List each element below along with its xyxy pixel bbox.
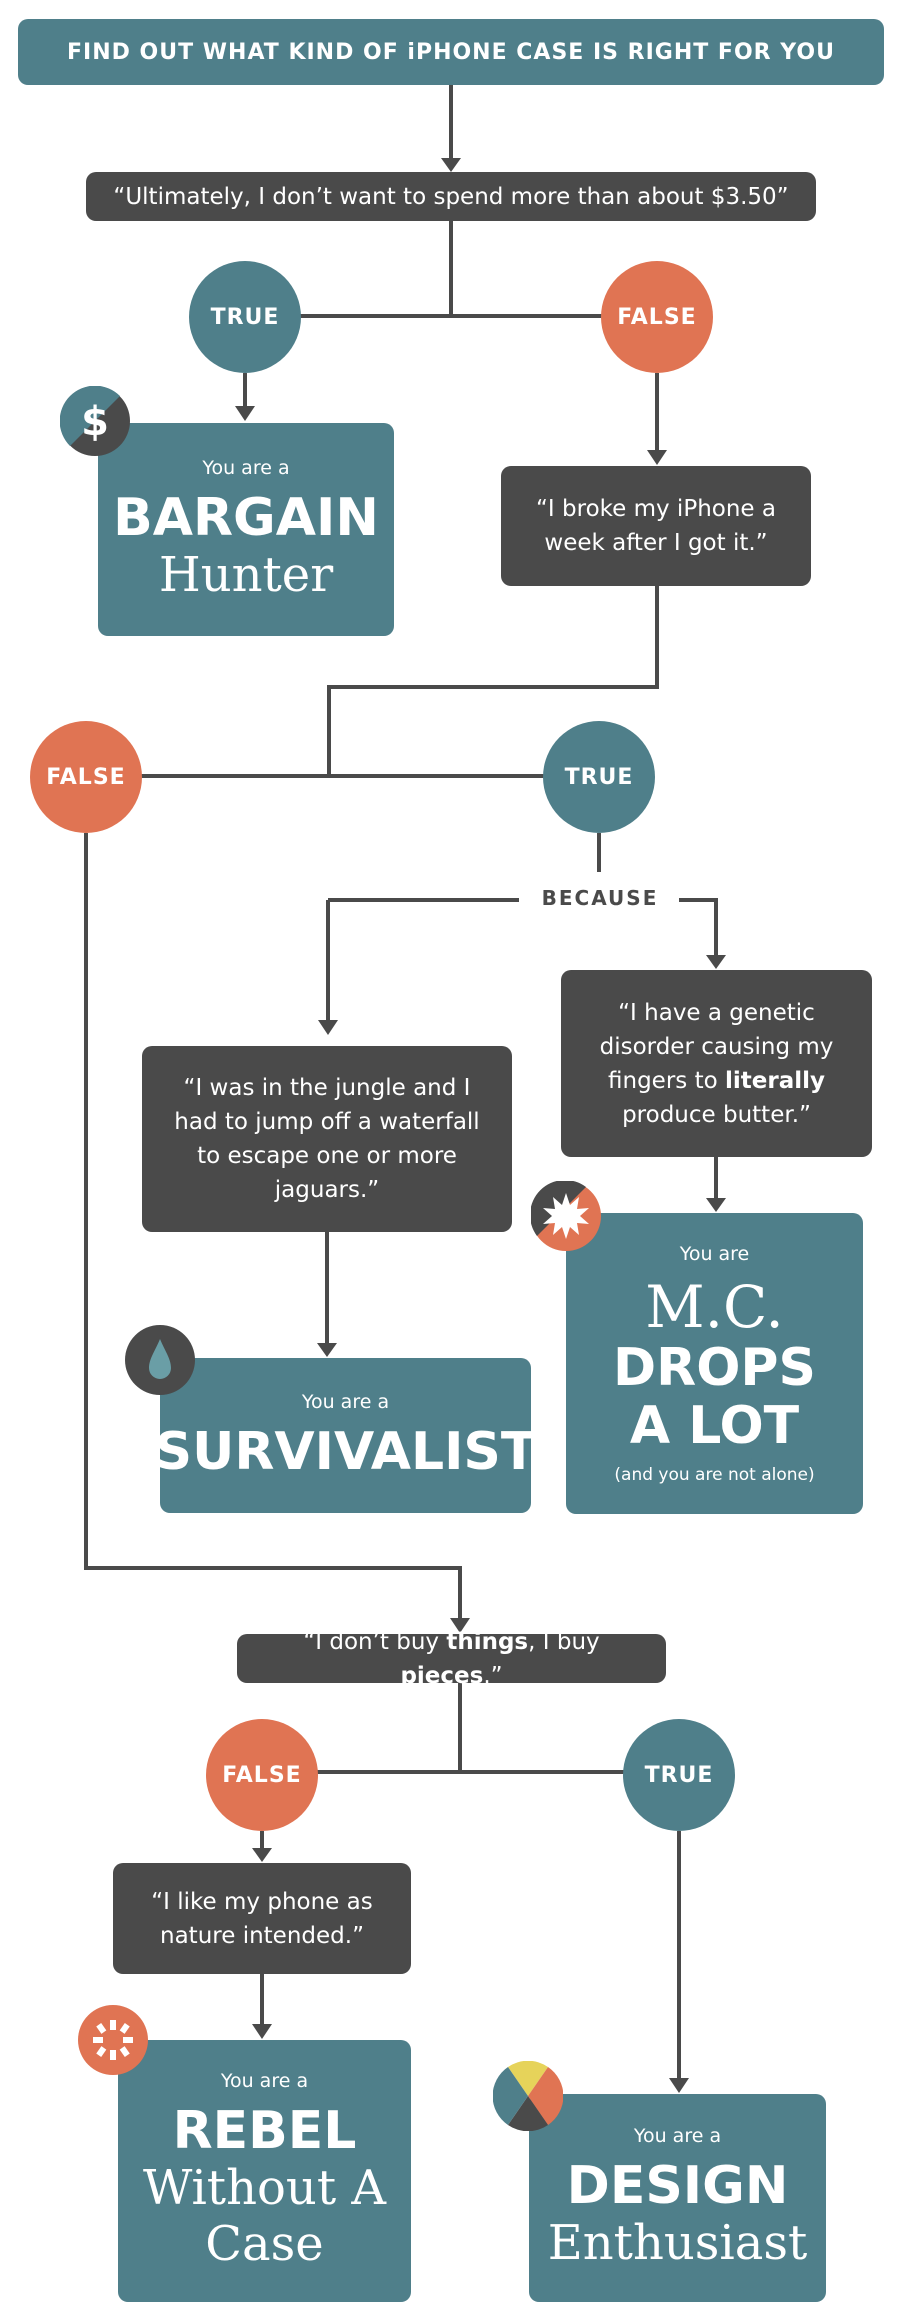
sun-icon — [78, 2005, 148, 2075]
question-emphasis: literally — [724, 1067, 825, 1094]
question-emphasis: pieces — [400, 1662, 484, 1689]
result-title: DESIGN — [566, 2156, 789, 2216]
question-text: , I buy — [528, 1628, 600, 1655]
result-title: A LOT — [629, 1395, 800, 1456]
result-rebel: You are a REBEL Without A Case — [118, 2040, 411, 2302]
result-bargain-hunter: You are a BARGAIN Hunter — [98, 423, 394, 636]
result-title: SURVIVALIST — [154, 1421, 537, 1482]
result-note: (and you are not alone) — [614, 1464, 815, 1485]
color-wheel-icon — [493, 2061, 563, 2131]
result-intro: You are a — [633, 2125, 722, 2147]
false-node: FALSE — [601, 261, 713, 373]
page-title: FIND OUT WHAT KIND OF iPHONE CASE IS RIG… — [18, 19, 884, 85]
result-subtitle: Hunter — [158, 546, 334, 603]
svg-text:$: $ — [81, 399, 109, 445]
question-nature-intended: “I like my phone as nature intended.” — [113, 1863, 411, 1974]
water-drop-icon — [125, 1325, 195, 1395]
true-node: TRUE — [623, 1719, 735, 1831]
question-text: “I don’t buy — [303, 1628, 447, 1655]
result-intro: You are — [679, 1242, 750, 1265]
false-node: FALSE — [206, 1719, 318, 1831]
dollar-icon: $ — [60, 386, 130, 456]
because-label: BECAUSE — [530, 886, 670, 910]
result-survivalist: You are a SURVIVALIST — [155, 1358, 536, 1513]
question-butter-fingers: “I have a genetic disorder causing my fi… — [561, 970, 872, 1157]
result-prefix: M.C. — [645, 1272, 784, 1341]
result-subtitle: Case — [205, 2216, 324, 2272]
question-text: produce butter.” — [622, 1101, 811, 1128]
question-emphasis: things — [446, 1628, 529, 1655]
result-title: DROPS — [613, 1337, 816, 1398]
result-mc-drops-a-lot: You are M.C. DROPS A LOT (and you are no… — [566, 1213, 863, 1514]
result-design-enthusiast: You are a DESIGN Enthusiast — [529, 2094, 826, 2302]
true-node: TRUE — [189, 261, 301, 373]
result-subtitle: Enthusiast — [547, 2215, 808, 2271]
question-pieces: “I don’t buy things, I buy pieces.” — [237, 1629, 666, 1689]
result-intro: You are a — [202, 456, 290, 479]
result-title: BARGAIN — [113, 487, 379, 548]
question-budget: “Ultimately, I don’t want to spend more … — [86, 172, 816, 221]
question-jungle: “I was in the jungle and I had to jump o… — [142, 1046, 512, 1232]
question-broke-iphone: “I broke my iPhone a week after I got it… — [501, 466, 811, 586]
false-node: FALSE — [30, 721, 142, 833]
question-text: “I have a genetic disorder causing my fi… — [599, 999, 834, 1094]
result-intro: You are a — [301, 1390, 390, 1413]
result-intro: You are a — [220, 2070, 309, 2092]
starburst-icon — [531, 1181, 601, 1251]
result-subtitle: Without A — [142, 2160, 387, 2216]
question-text: .” — [483, 1662, 503, 1689]
result-title: REBEL — [172, 2101, 357, 2161]
true-node: TRUE — [543, 721, 655, 833]
